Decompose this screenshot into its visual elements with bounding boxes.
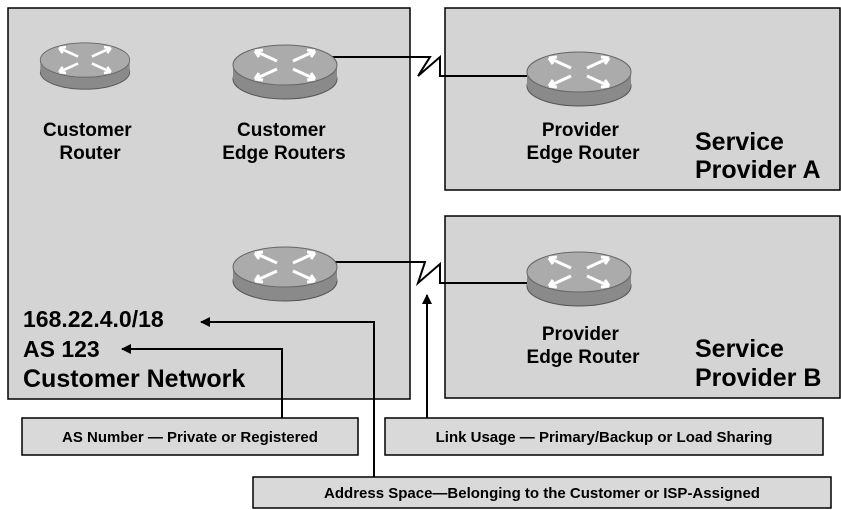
customer-router-label: Customer Router — [43, 120, 137, 164]
as-number-callout: AS Number — Private or Registered — [21, 417, 359, 456]
customer-router-icon — [38, 41, 132, 91]
wan-link-b — [332, 261, 534, 287]
as-number-arrow — [121, 344, 283, 418]
address-space-callout: Address Space—Belonging to the Customer … — [252, 476, 832, 509]
service-provider-a-panel — [444, 7, 841, 191]
link-usage-callout-text: Link Usage — Primary/Backup or Load Shar… — [436, 429, 773, 446]
provider-a-edge-router-icon — [525, 50, 633, 108]
as-number: AS 123 — [23, 336, 100, 362]
service-provider-b-title: Service Provider B — [695, 335, 821, 392]
address-space-arrow — [200, 317, 375, 477]
address-space-callout-text: Address Space—Belonging to the Customer … — [324, 485, 760, 502]
customer-edge-router-top-icon — [231, 43, 339, 101]
provider-b-edge-router-icon — [525, 250, 633, 308]
link-usage-callout: Link Usage — Primary/Backup or Load Shar… — [384, 417, 824, 456]
customer-network-title: Customer Network — [23, 365, 245, 393]
as-number-callout-text: AS Number — Private or Registered — [62, 429, 318, 446]
address-prefix: 168.22.4.0/18 — [23, 306, 164, 332]
service-provider-a-title: Service Provider A — [695, 128, 821, 184]
wan-link-a — [332, 54, 534, 77]
customer-edge-routers-label: Customer Edge Routers — [222, 120, 346, 164]
service-provider-b-panel — [444, 215, 841, 399]
provider-a-router-label: Provider Edge Router — [527, 120, 641, 164]
provider-b-router-label: Provider Edge Router — [527, 324, 641, 368]
customer-edge-router-bottom-icon — [231, 245, 339, 303]
